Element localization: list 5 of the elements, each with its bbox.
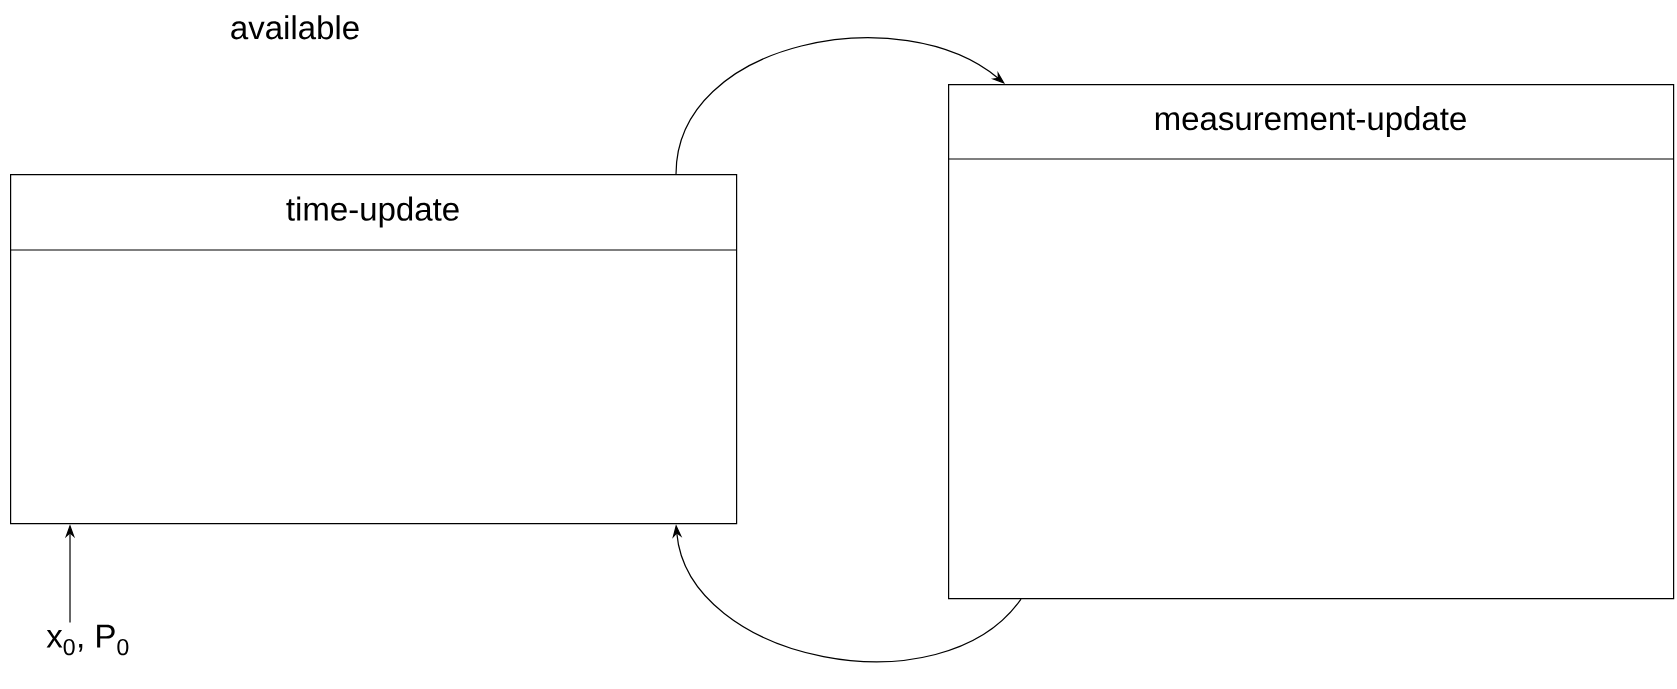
arrow (675, 37, 1005, 175)
process-box: measurement-update (947, 84, 1675, 600)
note-text: available (231, 15, 359, 40)
process-box: time-update (9, 174, 738, 525)
input-text: x$_{0}$, P$_{0}$ (46, 624, 129, 656)
